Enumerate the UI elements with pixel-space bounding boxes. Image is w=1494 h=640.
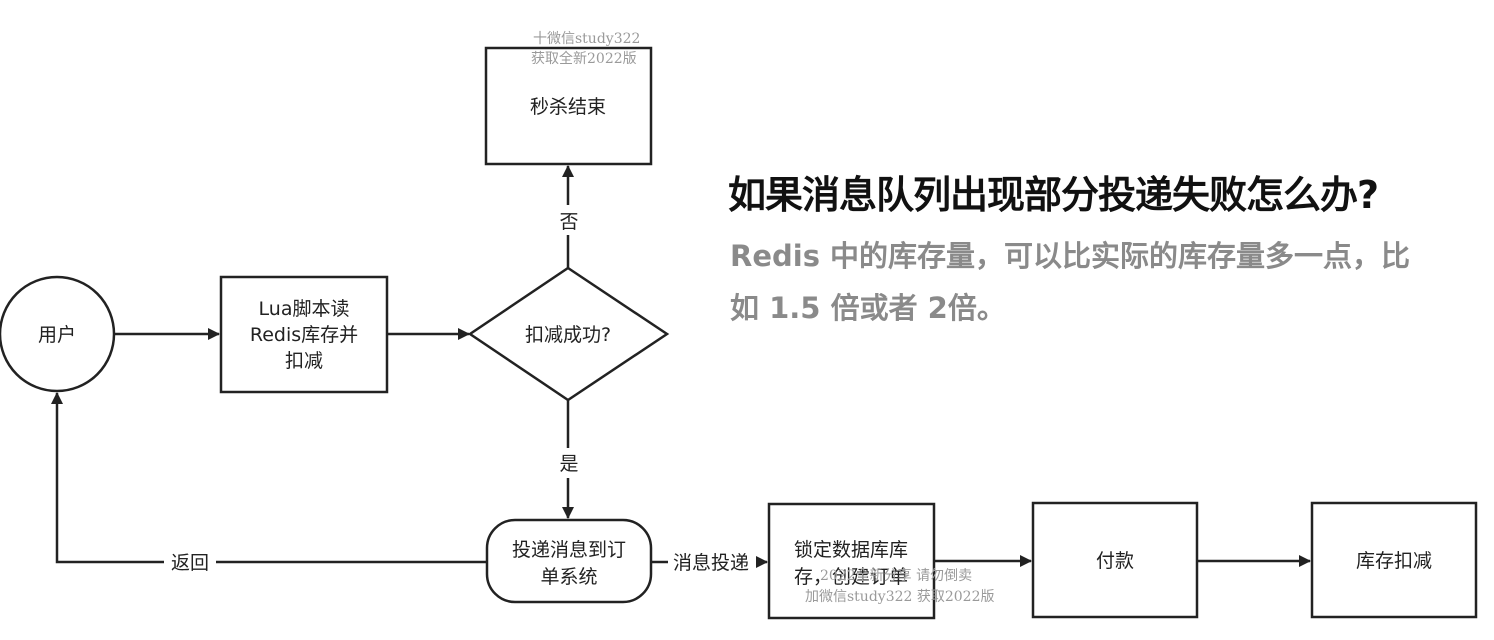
node-decision-label: 扣减成功? (525, 324, 611, 346)
node-lock-line1: 锁定数据库库 (794, 539, 908, 561)
edge-label-yes: 是 (559, 453, 578, 475)
edge-label-back: 返回 (171, 552, 209, 574)
node-deduct: 库存扣减 (1310, 501, 1478, 619)
node-deliver: 投递消息到订 单系统 (485, 518, 653, 604)
node-deliver-line1: 投递消息到订 (512, 539, 626, 561)
edge-label-no: 否 (559, 211, 578, 233)
node-pay-label: 付款 (1096, 550, 1134, 572)
node-deduct-label: 库存扣减 (1356, 550, 1432, 572)
headline: 如果消息队列出现部分投递失败怎么办? (728, 173, 1379, 217)
edge-label-msg: 消息投递 (673, 552, 749, 574)
node-user-label: 用户 (38, 324, 76, 346)
node-decision: 扣减成功? (467, 266, 670, 402)
node-deliver-line2: 单系统 (540, 566, 597, 588)
node-lua-line2: Redis库存并 (250, 324, 358, 346)
node-lua: Lua脚本读 Redis库存并 扣减 (219, 275, 389, 394)
node-pay: 付款 (1031, 501, 1199, 619)
watermark-top-line1: 十微信study322 (533, 31, 640, 47)
subtext: Redis 中的库存量，可以比实际的库存量多一点，比如 1.5 倍或者 2倍。 (730, 239, 1411, 325)
watermark-top-line2: 获取全新2022版 (531, 50, 637, 67)
node-end: 秒杀结束 (484, 46, 653, 166)
node-user: 用户 (0, 275, 116, 393)
watermark-bottom-line1: 2022全新分享 请勿倒卖 (820, 567, 972, 584)
edge-deliver-back-to-user (51, 392, 486, 564)
watermark-bottom-line2: 加微信study322 获取2022版 (805, 589, 995, 605)
node-lua-line3: 扣减 (285, 350, 323, 372)
node-lock: 锁定数据库库 存，创建订单 (767, 502, 936, 620)
node-end-label: 秒杀结束 (530, 96, 606, 118)
node-lua-line1: Lua脚本读 (259, 298, 350, 320)
node-lock-line2: 存，创建订单 (794, 566, 908, 588)
